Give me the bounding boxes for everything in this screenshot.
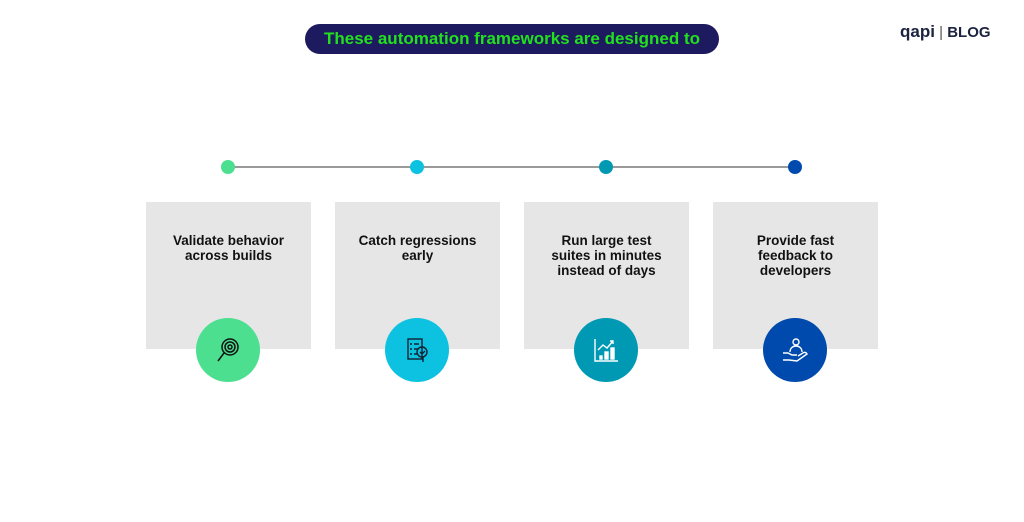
logo-separator: |	[939, 24, 944, 41]
step-icon-circle-2	[385, 318, 449, 382]
step-icon-circle-4	[763, 318, 827, 382]
logo-section: BLOG	[947, 24, 991, 41]
step-icon-circle-1	[196, 318, 260, 382]
logo-brand: qapi	[900, 22, 935, 41]
step-label: Catch regressions early	[358, 233, 477, 263]
header-title: These automation frameworks are designed…	[305, 24, 719, 54]
checklist-search-icon	[407, 338, 428, 362]
timeline-dot-4	[788, 160, 802, 174]
step-card-4: Provide fast feedback to developers	[713, 202, 878, 349]
step-label: Run large test suites in minutes instead…	[551, 233, 662, 278]
step-label: Provide fast feedback to developers	[756, 233, 835, 278]
step-icon-circle-3	[574, 318, 638, 382]
hand-user-icon	[783, 338, 808, 362]
magnifier-target-icon	[217, 338, 239, 362]
timeline-dot-3	[599, 160, 613, 174]
step-label: Validate behavior across builds	[172, 233, 285, 263]
growth-chart-icon	[594, 339, 618, 362]
timeline-dot-1	[221, 160, 235, 174]
timeline-dot-2	[410, 160, 424, 174]
timeline-line	[228, 166, 795, 168]
step-card-2: Catch regressions early	[335, 202, 500, 349]
logo: qapi | BLOG	[900, 22, 991, 42]
